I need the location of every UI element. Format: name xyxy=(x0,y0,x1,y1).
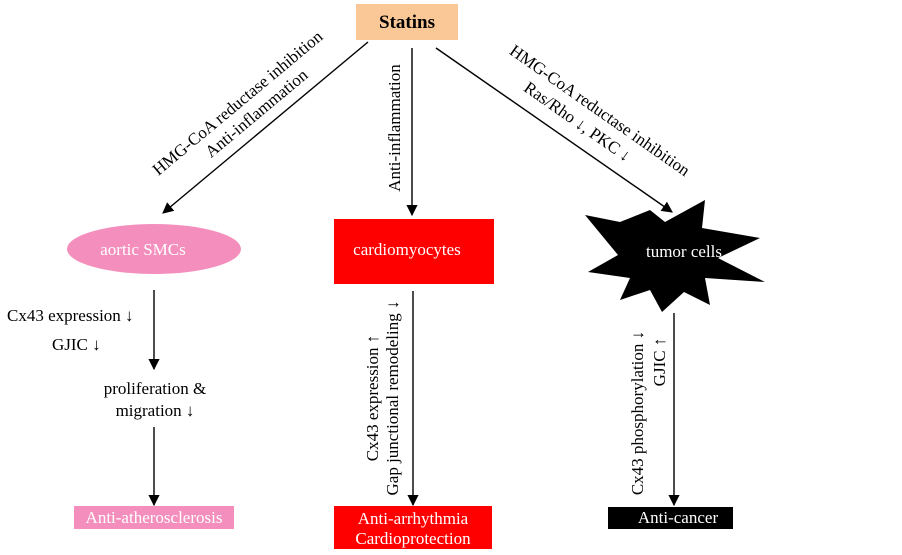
edge-statins-to-smc xyxy=(162,41,369,214)
smc-label: aortic SMCs xyxy=(100,240,185,259)
cardio-outcome-label-2: Cardioprotection xyxy=(355,529,471,548)
cardio-mechanism-2: Gap junctional remodeling ↓ xyxy=(383,301,402,496)
tumor-starburst xyxy=(585,200,765,312)
smc-outcome: Anti-atherosclerosis xyxy=(74,506,234,529)
smc-outcome-label: Anti-atherosclerosis xyxy=(86,508,223,527)
cardio-outcome-label-1: Anti-arrhythmia xyxy=(358,509,469,528)
smc-mechanism-1: Cx43 expression ↓ xyxy=(7,306,134,325)
smc-edge-label-1: HMG-CoA reductase inhibition xyxy=(149,26,327,179)
cardio-edge-label: Anti-inflammation xyxy=(385,64,404,192)
tumor-outcome: Anti-cancer xyxy=(608,507,733,529)
smc-mechanism-2: GJIC ↓ xyxy=(52,335,101,354)
cardio-outcome: Anti-arrhythmia Cardioprotection xyxy=(334,506,492,549)
tumor-node: tumor cells xyxy=(585,200,765,312)
proliferation-line-1: proliferation & xyxy=(104,379,206,398)
cardio-label: cardiomyocytes xyxy=(353,240,461,259)
cardio-outcome-box xyxy=(334,506,492,549)
smc-ellipse xyxy=(67,224,241,274)
proliferation-line-2: migration ↓ xyxy=(116,401,195,420)
cardio-box xyxy=(334,219,494,284)
statins-node: Statins xyxy=(356,4,458,40)
tumor-outcome-box xyxy=(608,507,733,529)
cardio-node: cardiomyocytes xyxy=(334,219,494,284)
tumor-outcome-label: Anti-cancer xyxy=(638,508,719,527)
statins-box xyxy=(356,4,458,40)
cardio-mechanism-1: Cx43 expression ↑ xyxy=(363,335,382,462)
smc-outcome-box xyxy=(74,506,234,529)
tumor-edge-label-1: HMG-CoA reductase inhibition xyxy=(506,41,694,180)
tumor-label: tumor cells xyxy=(646,242,722,261)
tumor-mechanism-1: Cx43 phosphorylation ↓ xyxy=(628,331,647,495)
tumor-mechanism-2: GJIC ↑ xyxy=(650,338,669,387)
smc-node: aortic SMCs xyxy=(67,224,241,274)
edge-statins-to-tumor xyxy=(435,47,673,213)
statins-label: Statins xyxy=(379,12,435,33)
